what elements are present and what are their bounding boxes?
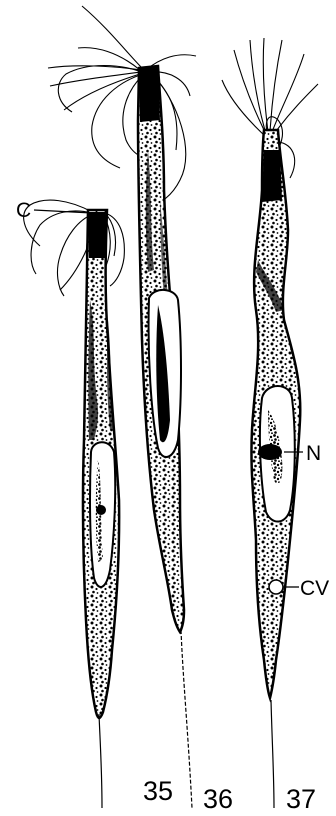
cell-36-number: 36 — [203, 784, 233, 811]
cell-37-number: 37 — [286, 784, 316, 811]
label-c-text: C — [16, 199, 31, 222]
label-c: C — [16, 199, 92, 222]
cell-36 — [48, 6, 196, 808]
cell-35-flagella — [24, 200, 125, 296]
cell-36-flagella — [48, 6, 196, 206]
label-cv-text: CV — [300, 577, 329, 600]
cell-35 — [24, 200, 125, 808]
label-cv: CV — [283, 577, 329, 600]
cell-37-contractile-vacuole — [269, 580, 283, 594]
cell-37 — [222, 38, 318, 808]
label-n-text: N — [306, 442, 321, 465]
cell-35-number: 35 — [143, 776, 173, 806]
